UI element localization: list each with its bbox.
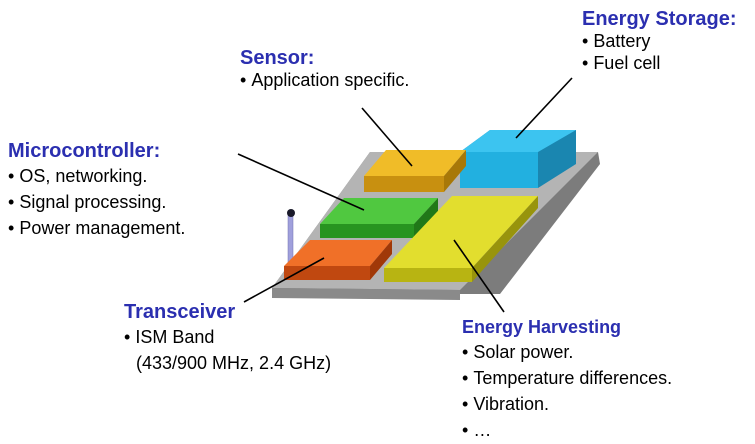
- energy-harvesting-label: Energy Harvesting Solar power. Temperatu…: [462, 317, 672, 443]
- microcontroller-title: Microcontroller:: [8, 140, 161, 162]
- energy-harvesting-item: Temperature differences.: [462, 365, 672, 391]
- energy-storage-item: Battery: [582, 31, 736, 53]
- leader-line-microcontroller: [237, 153, 365, 211]
- sensor-label: Sensor: Application specific.: [240, 46, 409, 92]
- microcontroller-block: [320, 198, 438, 238]
- leader-line-energy-storage: [515, 77, 573, 139]
- transceiver-title: Transceiver: [124, 301, 236, 323]
- transceiver-item-continuation: (433/900 MHz, 2.4 GHz): [136, 353, 332, 373]
- microcontroller-item: OS, networking.: [8, 163, 185, 189]
- sensor-item: Application specific.: [240, 70, 409, 92]
- energy-storage-item: Fuel cell: [582, 53, 736, 75]
- energy-harvesting-title: Energy Harvesting: [462, 317, 622, 337]
- microcontroller-label: Microcontroller: OS, networking. Signal …: [8, 139, 185, 241]
- energy-harvesting-block: [384, 196, 538, 282]
- transceiver-block: [284, 240, 392, 280]
- energy-harvesting-item: Solar power.: [462, 339, 672, 365]
- leader-line-energy-harvesting: [453, 239, 505, 313]
- sensor-block: [364, 150, 466, 192]
- transceiver-label: Transceiver ISM Band (433/900 MHz, 2.4 G…: [124, 300, 331, 376]
- microcontroller-item: Signal processing.: [8, 189, 185, 215]
- energy-harvesting-item: …: [462, 417, 672, 443]
- microcontroller-item: Power management.: [8, 215, 185, 241]
- energy-storage-title: Energy Storage:: [582, 8, 737, 30]
- sensor-title: Sensor:: [240, 47, 315, 69]
- leader-line-transceiver: [243, 257, 325, 303]
- transceiver-item: ISM Band: [124, 324, 331, 350]
- energy-storage-block: [460, 130, 576, 188]
- leader-line-sensor: [361, 107, 413, 167]
- energy-storage-label: Energy Storage: Battery Fuel cell: [582, 7, 736, 74]
- energy-harvesting-item: Vibration.: [462, 391, 672, 417]
